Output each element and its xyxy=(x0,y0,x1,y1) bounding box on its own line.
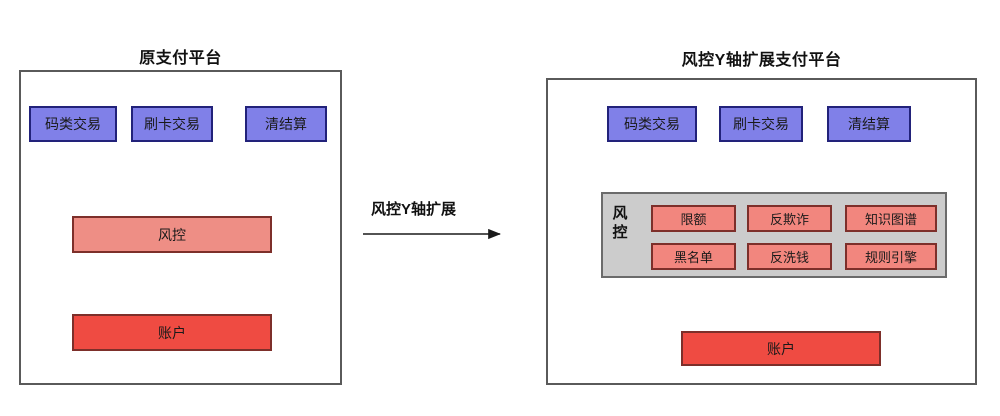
right-account-box[interactable]: 账户 xyxy=(681,331,881,366)
left-source-settlement[interactable]: 清结算 xyxy=(245,106,327,142)
transition-label: 风控Y轴扩展 xyxy=(371,201,457,218)
right-source-code-payment[interactable]: 码类交易 xyxy=(607,106,697,142)
left-source-card-payment[interactable]: 刷卡交易 xyxy=(131,106,213,142)
module-limit[interactable]: 限额 xyxy=(651,205,736,232)
group-label-char-1: 风 xyxy=(612,205,628,222)
right-source-settlement[interactable]: 清结算 xyxy=(827,106,911,142)
right-source-card-payment[interactable]: 刷卡交易 xyxy=(719,106,803,142)
module-rule-engine[interactable]: 规则引擎 xyxy=(845,243,937,270)
module-anti-fraud[interactable]: 反欺诈 xyxy=(747,205,832,232)
group-label-char-2: 控 xyxy=(612,223,628,241)
module-knowledge-graph[interactable]: 知识图谱 xyxy=(845,205,937,232)
left-risk-control-box[interactable]: 风控 xyxy=(72,216,272,253)
module-blacklist[interactable]: 黑名单 xyxy=(651,243,736,270)
right-risk-control-group-label: 风 控 xyxy=(610,205,630,243)
module-anti-money-laundering[interactable]: 反洗钱 xyxy=(747,243,832,270)
right-panel-title: 风控Y轴扩展支付平台 xyxy=(681,52,842,69)
left-panel-title: 原支付平台 xyxy=(139,50,222,67)
left-source-code-payment[interactable]: 码类交易 xyxy=(29,106,117,142)
left-account-box[interactable]: 账户 xyxy=(72,314,272,351)
